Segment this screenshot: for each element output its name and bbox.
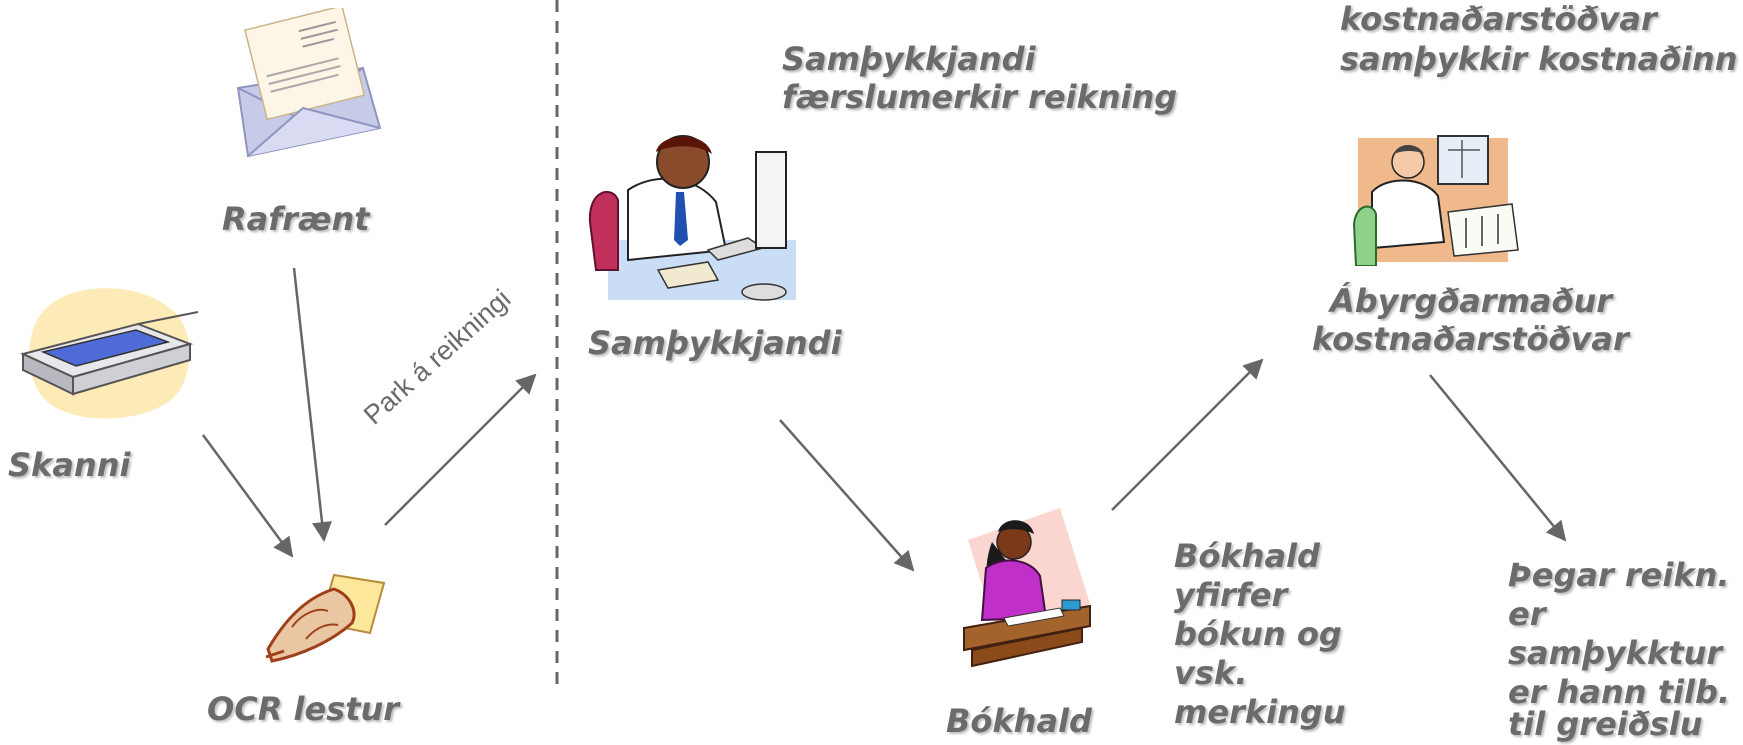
- envelope-icon: [236, 8, 382, 158]
- label-ocr: OCR lestur: [207, 690, 400, 728]
- label-abyrgd-1: Ábyrgðarmaður: [1330, 282, 1613, 320]
- cost-center-manager-icon: [1352, 135, 1519, 266]
- label-sampykkjandi-desc-1: Samþykkjandi: [782, 40, 1036, 78]
- arrow-rafraent-to-ocr: [292, 267, 332, 542]
- label-skanni: Skanni: [8, 446, 131, 484]
- arrow-abyrgd-to-greidsla: [1429, 374, 1567, 542]
- label-bokhald-desc-5: merkingu: [1174, 693, 1346, 731]
- arrow-park: [384, 373, 537, 526]
- label-bokhald-desc-2: yfirfer: [1174, 576, 1288, 614]
- arrow-bokhald-to-abyrgd: [1111, 358, 1264, 511]
- label-top-right-2: samþykkir kostnaðinn: [1340, 40, 1738, 78]
- label-abyrgd-2: kostnaðarstöðvar: [1312, 320, 1629, 358]
- ocr-pen-icon: [265, 573, 386, 663]
- arrow-skanni-to-ocr: [201, 434, 294, 558]
- label-bokhald-desc-1: Bókhald: [1174, 537, 1320, 575]
- label-top-right-1: kostnaðarstöðvar: [1340, 0, 1657, 38]
- label-bokhald: Bókhald: [946, 702, 1092, 740]
- label-greidsla-1: Þegar reikn.: [1508, 556, 1730, 594]
- label-sampykkjandi: Samþykkjandi: [588, 324, 842, 362]
- label-greidsla-3: samþykktur: [1508, 634, 1723, 672]
- label-sampykkjandi-desc-2: færslumerkir reikning: [782, 78, 1178, 116]
- label-greidsla-5: til greiðslu: [1508, 705, 1703, 743]
- label-rafraent: Rafrænt: [222, 200, 370, 238]
- arrow-sampykkjandi-to-bokhald: [779, 419, 915, 572]
- label-bokhald-desc-4: vsk.: [1174, 654, 1248, 692]
- accountant-person-icon: [963, 508, 1091, 668]
- approver-person-icon: [588, 135, 796, 301]
- label-greidsla-2: er: [1508, 595, 1546, 633]
- scanner-icon: [20, 288, 198, 419]
- label-greidsla-4: er hann tilb.: [1508, 673, 1730, 711]
- label-bokhald-desc-3: bókun og: [1174, 615, 1342, 653]
